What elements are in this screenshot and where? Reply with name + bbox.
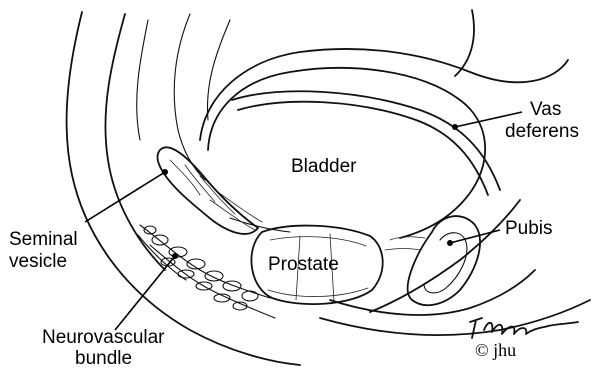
seminal-vesicle-leader-dot <box>162 169 168 175</box>
pelvic-wall-outline <box>67 12 300 365</box>
prostate-label: Prostate <box>268 254 339 276</box>
pubis-label: Pubis <box>505 218 553 240</box>
bladder-label: Bladder <box>291 156 357 178</box>
neurovascular-label-line1: Neurovascular <box>42 327 165 349</box>
urethra-outline-lower <box>320 300 590 335</box>
pubis-outline <box>408 216 480 305</box>
artist-signature <box>470 318 578 338</box>
pubis-leader <box>450 230 500 243</box>
vas-deferens-leader-dot <box>452 124 458 130</box>
rectum-inner-outline <box>137 20 148 140</box>
neurovascular-leader-dot <box>172 253 178 259</box>
vas-deferens-label-line1: Vas <box>530 99 561 121</box>
posterior-fold-outline <box>174 14 205 180</box>
vas-deferens-label-line2: deferens <box>505 121 579 143</box>
fascia-fibers <box>210 190 425 250</box>
seminal-vesicle-label-line1: Seminal <box>9 229 78 251</box>
anterior-wall-outline <box>455 10 474 76</box>
neurovascular-leader <box>115 256 175 330</box>
neurovascular-bundle-lattice <box>138 225 275 318</box>
neurovascular-label-line2: bundle <box>75 348 132 369</box>
pubis-inner <box>424 233 467 293</box>
seminal-vesicle-texture <box>170 160 235 214</box>
vas-deferens-tube-inner <box>238 102 488 195</box>
seminal-vesicle-label-line2: vesicle <box>9 251 67 273</box>
pubis-leader-dot <box>447 240 453 246</box>
copyright-text: © jhu <box>475 340 516 361</box>
seminal-vesicle-outline <box>158 147 258 234</box>
